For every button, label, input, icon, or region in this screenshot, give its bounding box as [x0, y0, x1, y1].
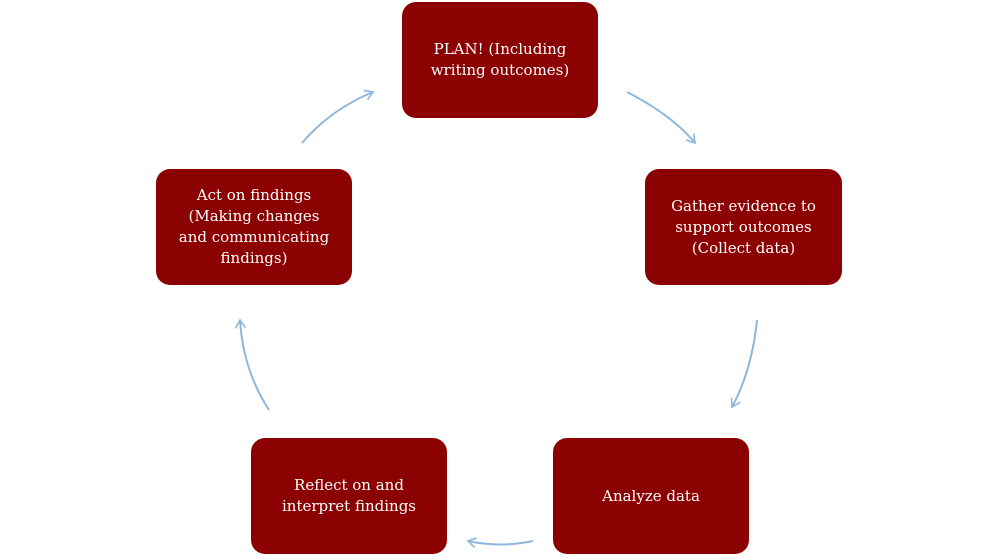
node-act-on-findings: Act on findings (Making changes and comm… [156, 169, 352, 285]
arrow-gather-to-analyze [730, 319, 758, 409]
node-reflect-interpret: Reflect on and interpret findings [251, 438, 447, 554]
node-analyze-data: Analyze data [553, 438, 749, 554]
node-gather-evidence: Gather evidence to support outcomes (Col… [645, 169, 842, 285]
arrow-act-to-plan [301, 89, 375, 144]
arrow-reflect-to-act [234, 318, 270, 411]
arrow-plan-to-gather [626, 91, 696, 145]
node-plan: PLAN! (Including writing outcomes) [402, 2, 598, 118]
arrow-analyze-to-reflect [466, 537, 534, 549]
